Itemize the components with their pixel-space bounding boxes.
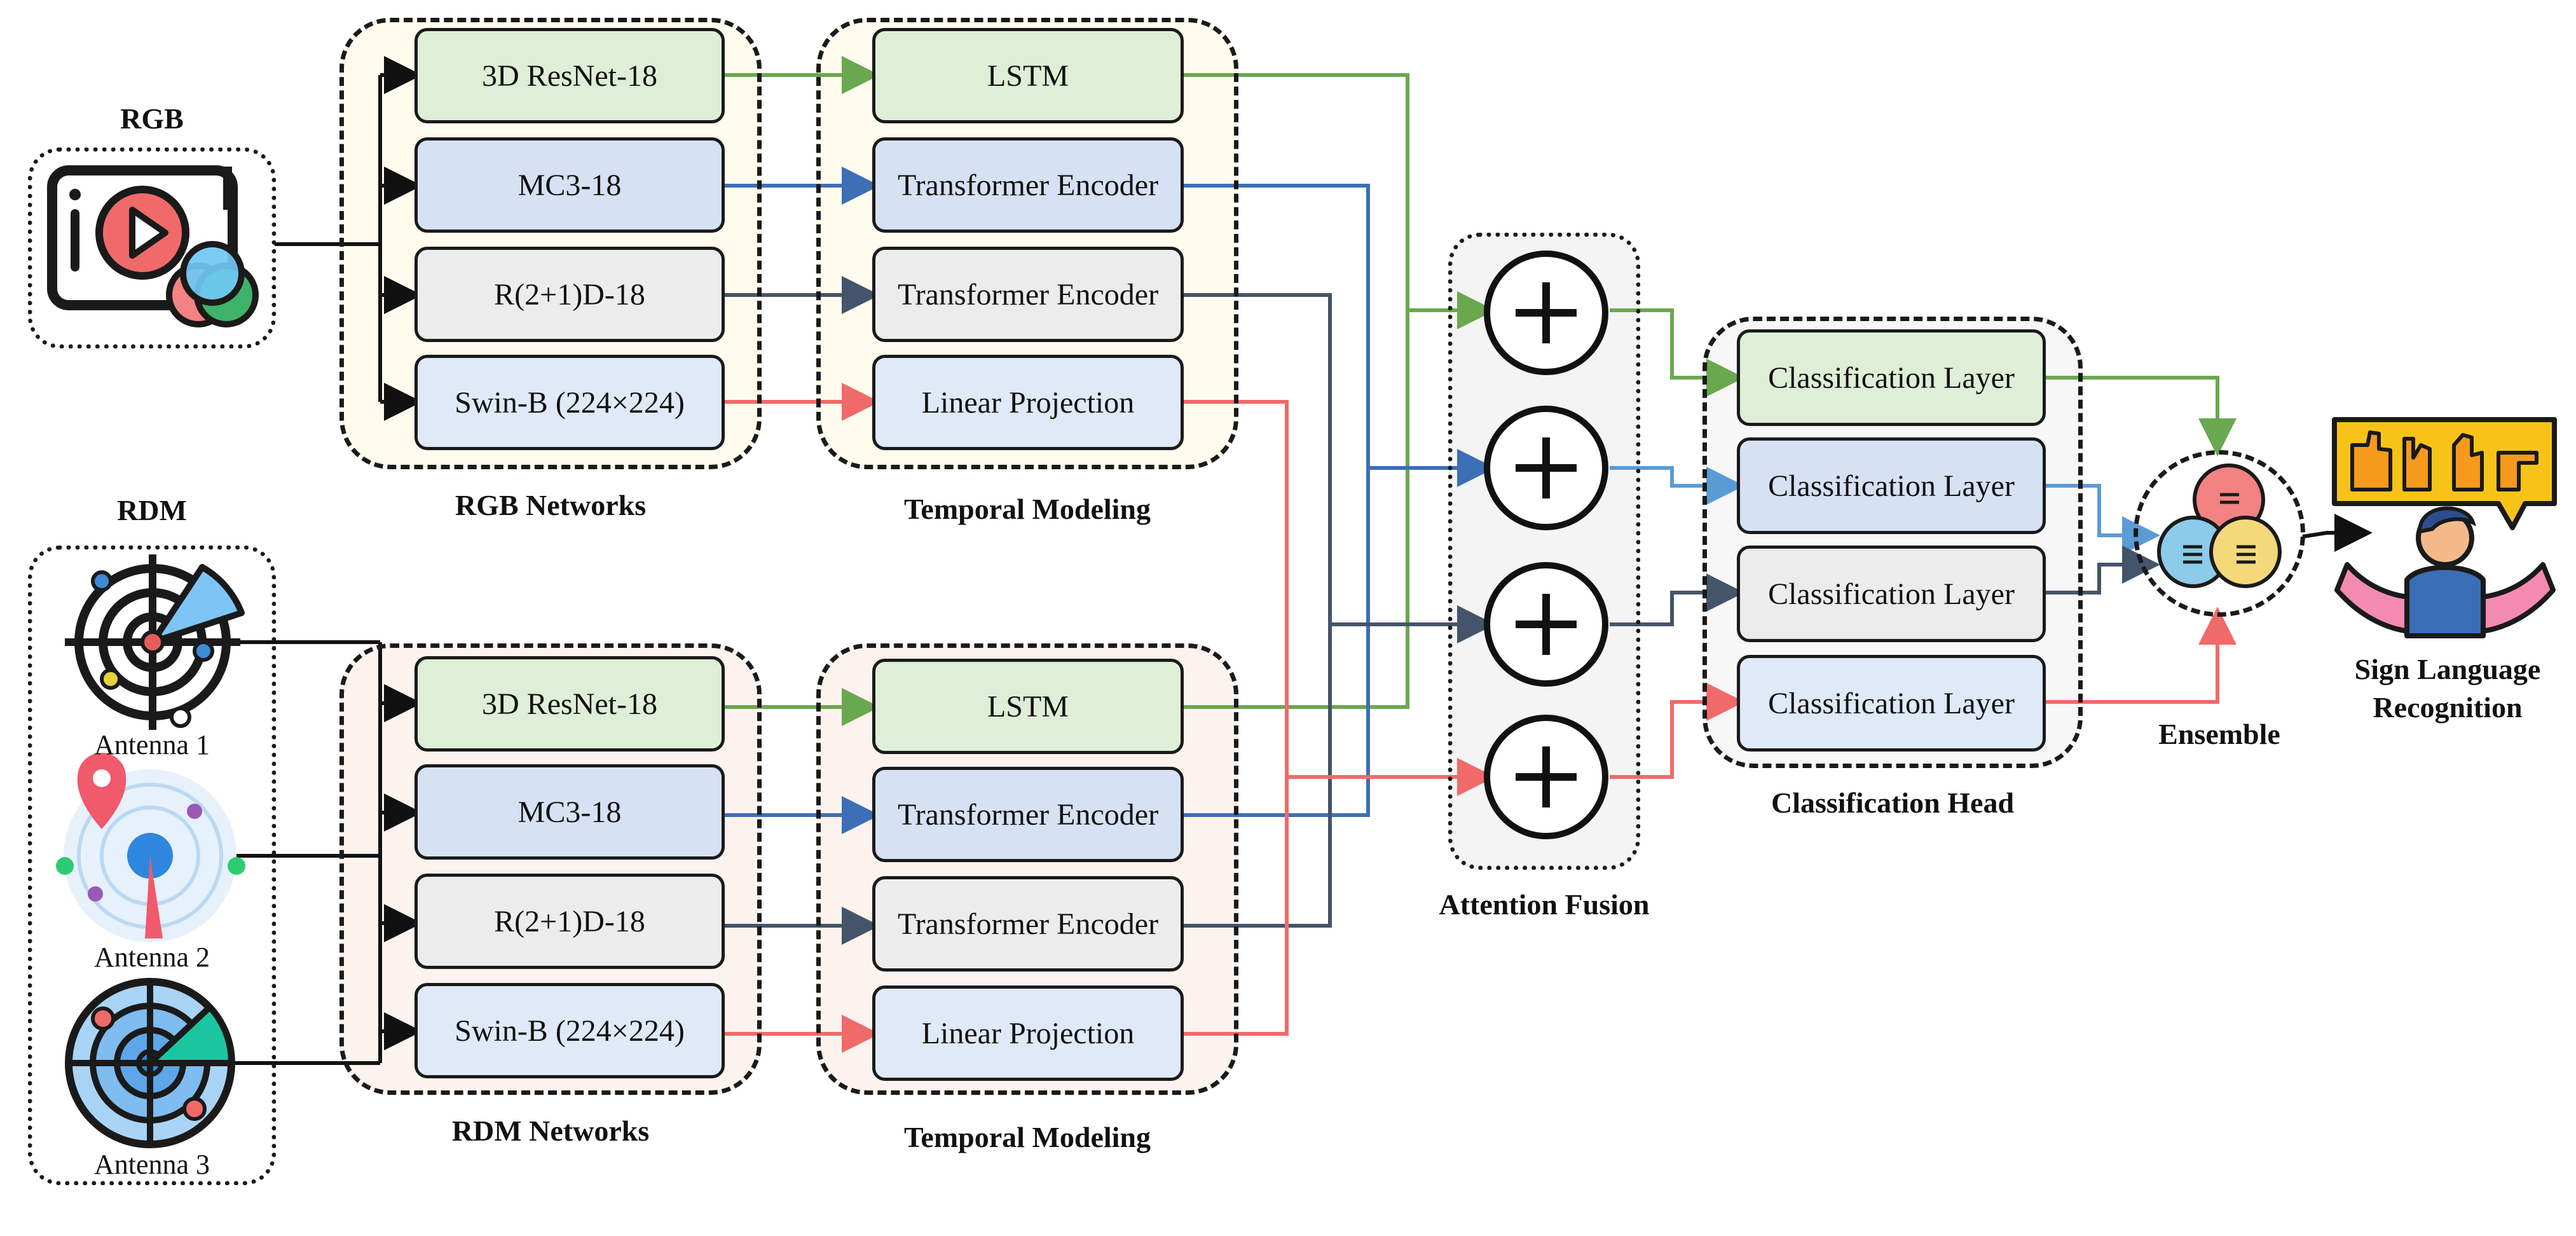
rdm-network-swin: Swin-B (224×224): [414, 983, 725, 1078]
ensemble-title: Ensemble: [2158, 718, 2280, 750]
temporal-fusion-connectors: [1184, 73, 1495, 1036]
rgb-input-title: RGB: [120, 102, 184, 135]
temporal-modeling-bottom-group: [816, 643, 1238, 1095]
plus-icon: [1484, 406, 1608, 530]
classification-head-title: Classification Head: [1771, 786, 2015, 819]
temporal-top-linear: Linear Projection: [872, 355, 1184, 450]
rgb-networks-group: [339, 18, 762, 469]
rgb-network-resnet: 3D ResNet-18: [414, 28, 725, 123]
temporal-top-transformer-1: Transformer Encoder: [872, 137, 1184, 233]
plus-icon: [1484, 562, 1608, 687]
rgb-network-swin: Swin-B (224×224): [414, 355, 725, 450]
temporal-top-lstm: LSTM: [872, 28, 1184, 123]
rdm-networks-group: [339, 643, 762, 1095]
attention-fusion-panel: [1448, 233, 1640, 870]
rgb-network-r2plus1d: R(2+1)D-18: [414, 247, 725, 342]
radar-icon: [65, 554, 245, 730]
plus-icon: [1484, 251, 1608, 375]
temporal-top-transformer-2: Transformer Encoder: [872, 247, 1184, 342]
plus-icon: [1484, 715, 1608, 839]
rdm-network-resnet: 3D ResNet-18: [414, 656, 725, 752]
network-temporal-connectors: [725, 56, 880, 1053]
rdm-network-r2plus1d: R(2+1)D-18: [414, 874, 725, 969]
rdm-input-panel: [28, 546, 276, 1185]
rgb-input-panel: [28, 148, 276, 348]
rgb-networks-title: RGB Networks: [455, 489, 647, 521]
video-monitor-icon: [47, 165, 259, 327]
rgb-network-mc3: MC3-18: [414, 137, 725, 233]
temporal-bottom-title: Temporal Modeling: [903, 1121, 1151, 1153]
radar-sector-icon: [65, 978, 235, 1148]
antenna-2-label: Antenna 2: [93, 942, 210, 973]
temporal-bottom-lstm: LSTM: [872, 659, 1184, 754]
temporal-top-title: Temporal Modeling: [903, 493, 1151, 525]
classification-layer-4: Classification Layer: [1737, 655, 2046, 752]
antenna-3-label: Antenna 3: [93, 1149, 210, 1180]
classification-layer-1: Classification Layer: [1737, 329, 2046, 426]
radar-pin-icon: [56, 753, 245, 942]
temporal-modeling-top-group: [816, 18, 1238, 469]
classification-layer-3: Classification Layer: [1737, 546, 2046, 642]
rgb-input-connectors: [275, 56, 422, 421]
rdm-networks-title: RDM Networks: [451, 1115, 650, 1147]
antenna-1-label: Antenna 1: [93, 729, 210, 760]
sign-hands-icon: [2332, 417, 2557, 530]
output-title-line-1: Sign Language: [2354, 653, 2541, 685]
rdm-input-title: RDM: [117, 494, 187, 526]
attention-fusion-title: Attention Fusion: [1439, 888, 1650, 921]
classification-layer-2: Classification Layer: [1737, 437, 2046, 534]
temporal-bottom-linear: Linear Projection: [872, 985, 1184, 1081]
temporal-bottom-transformer-2: Transformer Encoder: [872, 876, 1184, 972]
rdm-network-mc3: MC3-18: [414, 764, 725, 860]
temporal-bottom-transformer-1: Transformer Encoder: [872, 767, 1184, 862]
ensemble-circle: [2134, 450, 2305, 617]
output-title-line-2: Recognition: [2373, 691, 2523, 724]
classification-head-group: [1702, 317, 2083, 768]
person-shrug-icon: [2334, 506, 2556, 638]
ensemble-output-arrow: [2302, 514, 2373, 552]
classification-ensemble-connectors: [2046, 376, 2237, 704]
